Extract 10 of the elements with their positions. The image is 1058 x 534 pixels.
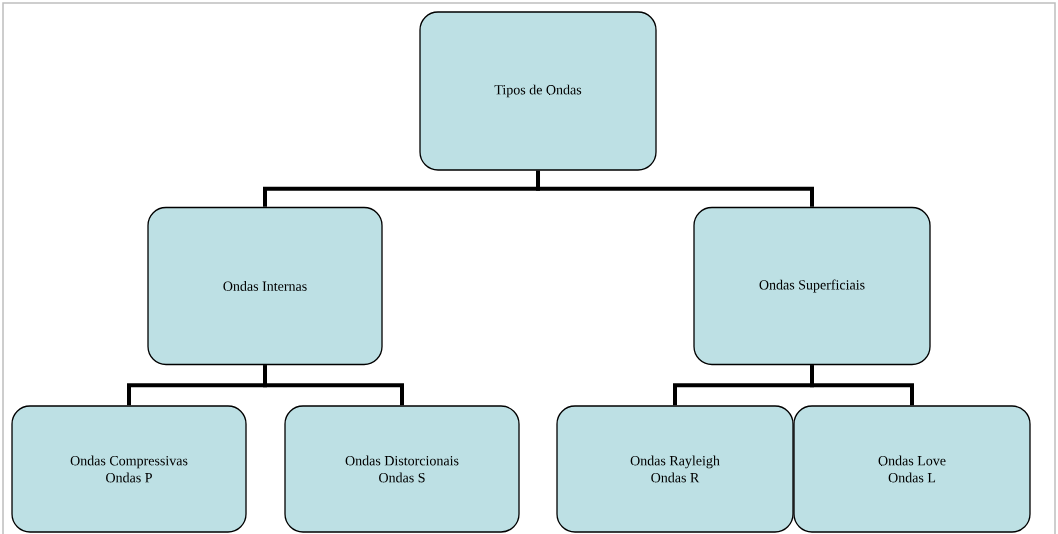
box: Ondas Superficiais [693, 206, 931, 366]
box: Ondas Distorcionais Ondas S [284, 405, 520, 533]
connector [536, 170, 814, 207]
box: Tipos de Ondas [419, 11, 657, 171]
box: Ondas Love Ondas L [793, 405, 1031, 533]
connector [810, 365, 914, 406]
connector [263, 365, 404, 406]
box: Ondas Compressivas Ondas P [11, 405, 247, 533]
box: Ondas Rayleigh Ondas R [556, 405, 794, 533]
box: Ondas Internas [147, 206, 383, 366]
